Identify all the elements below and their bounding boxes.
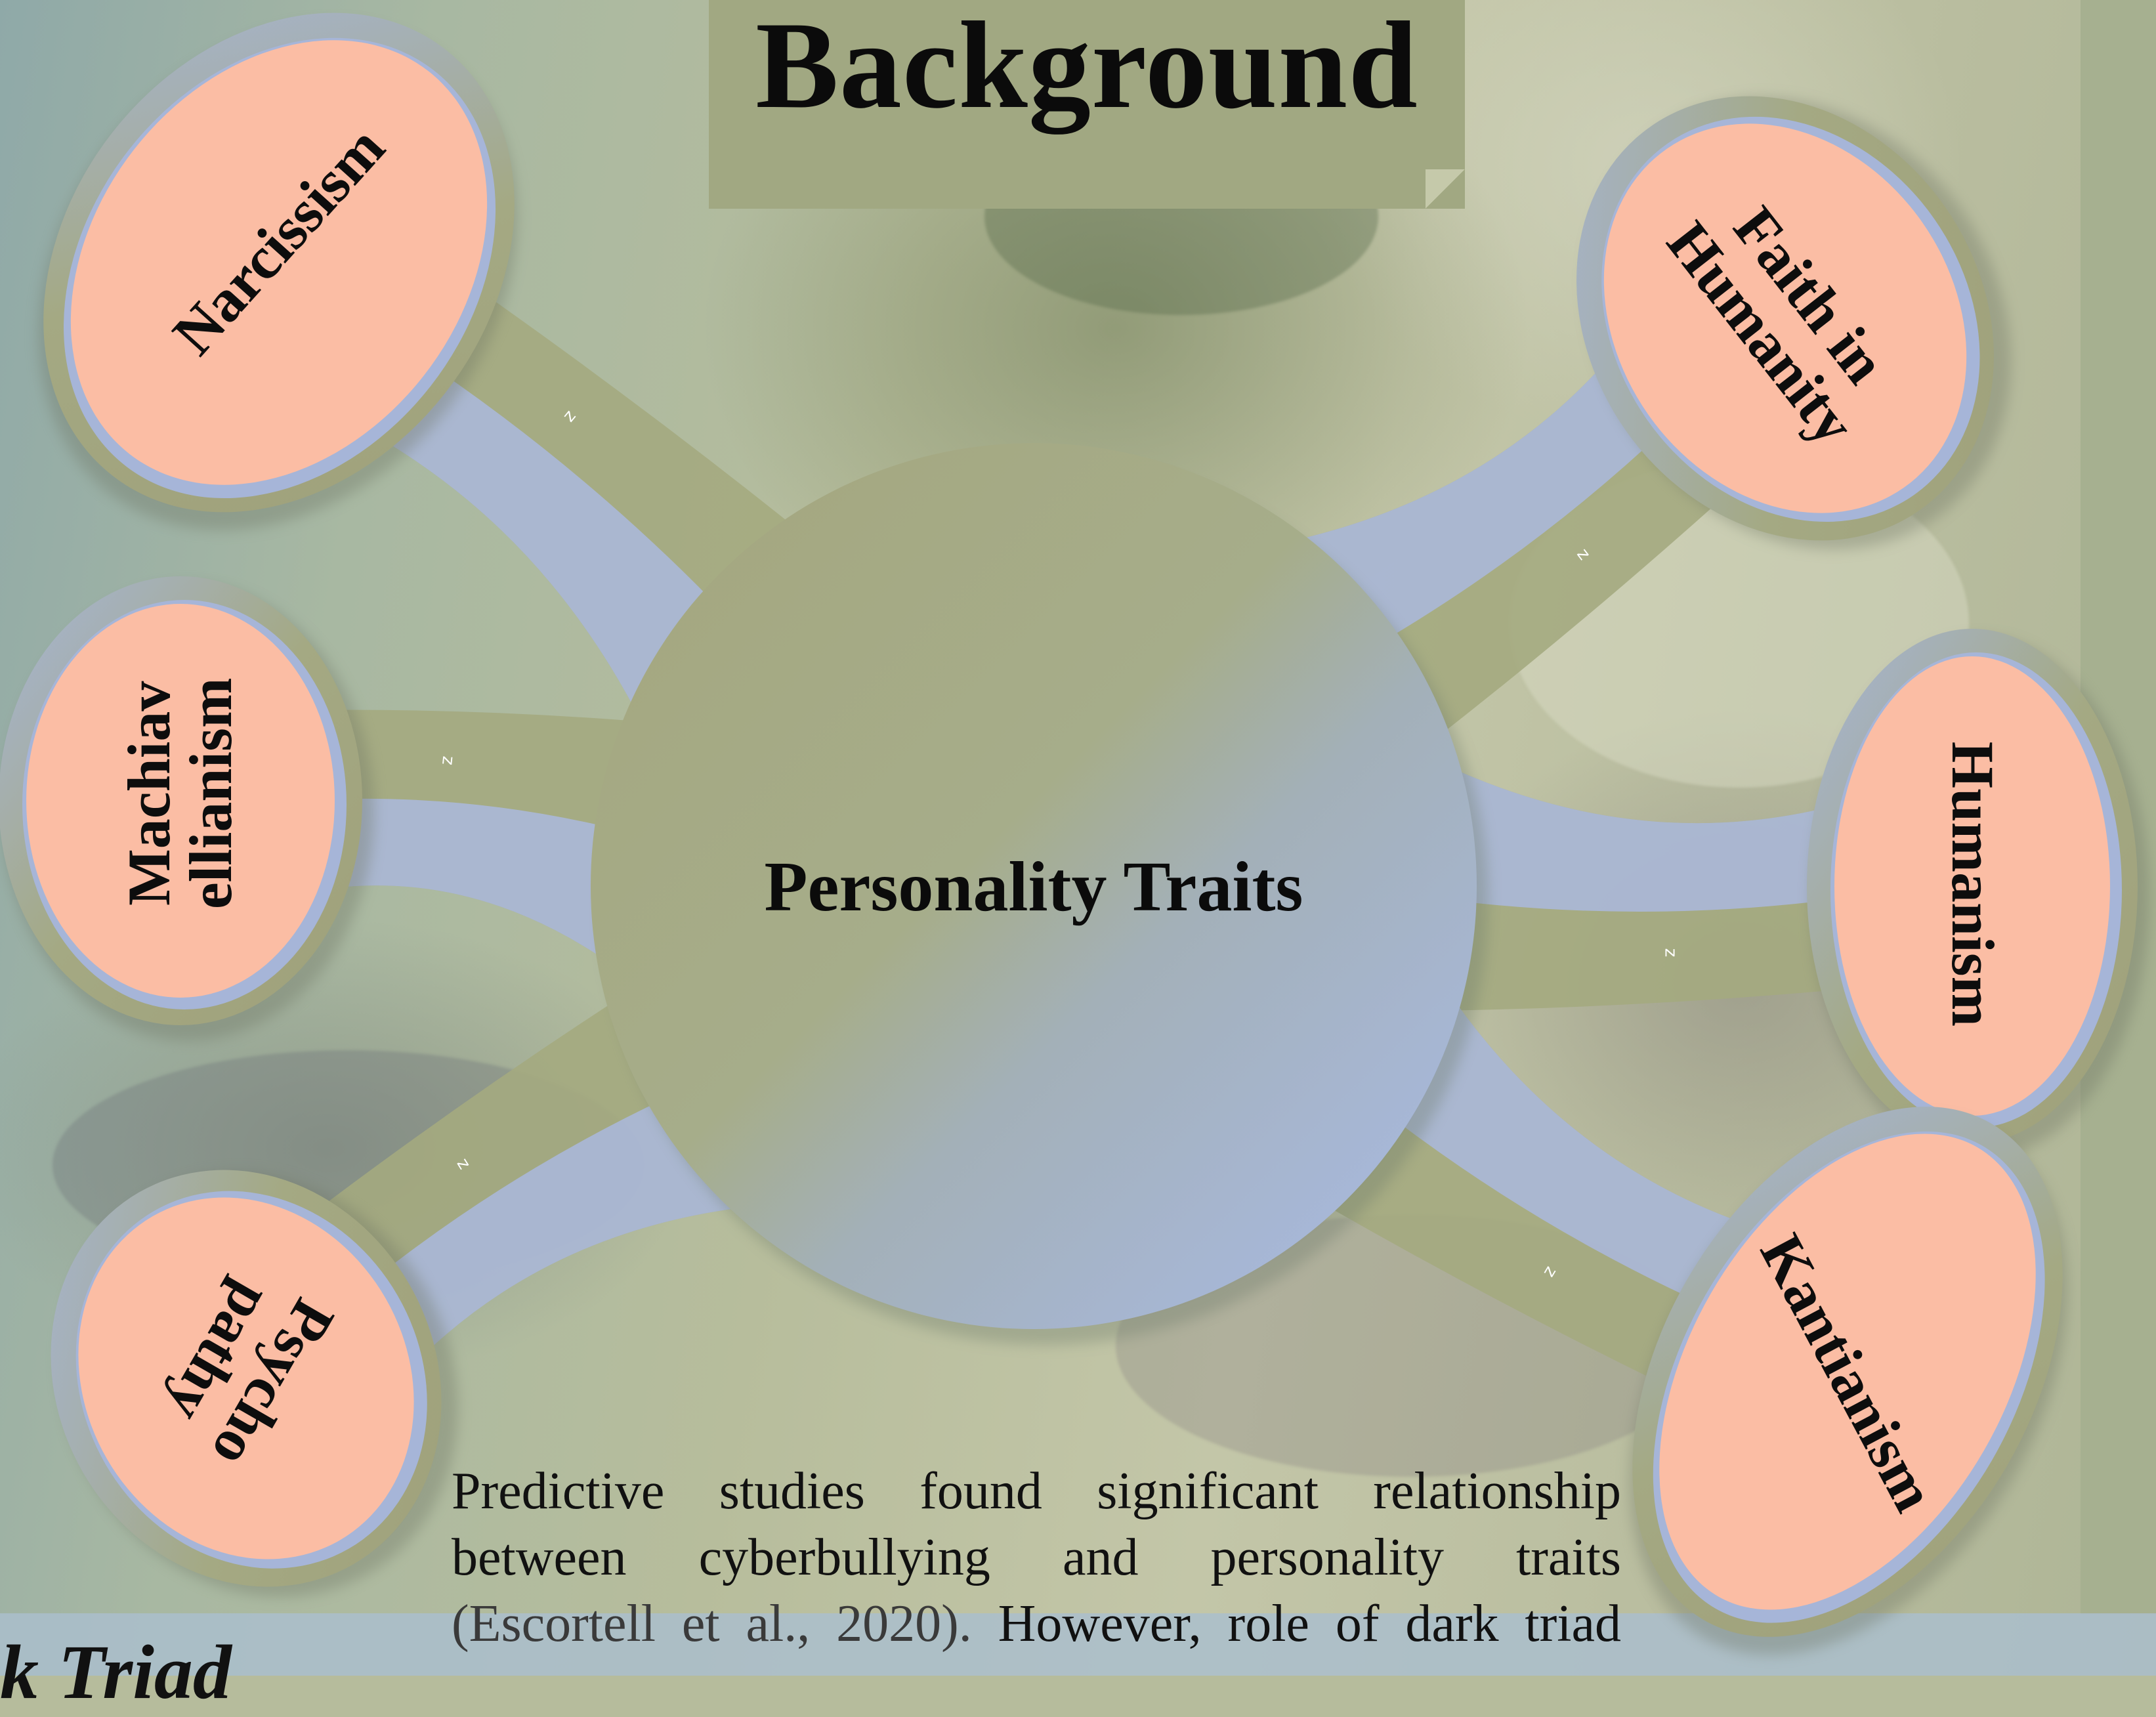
node-narcissism	[38, 12, 518, 530]
cut-off-heading: k Triad	[0, 1629, 232, 1715]
citation: (Escortell et al., 2020).	[452, 1595, 972, 1653]
hub-label: Personality Traits	[764, 848, 1303, 926]
hub-circle	[591, 443, 1477, 1329]
title-banner: Background	[709, 0, 1465, 209]
node-machiavellianism	[0, 576, 374, 1041]
node-humanism	[1807, 629, 2149, 1159]
body-paragraph: Predictive studies found significant rel…	[452, 1458, 1621, 1657]
hub-group	[591, 443, 1489, 1345]
body-line-3-rest: However, role of dark triad	[971, 1595, 1621, 1653]
node-faith-in-humanity	[1576, 96, 2012, 550]
node-fill	[70, 40, 488, 485]
title-banner-fold	[1426, 169, 1465, 209]
node-label-machiavellianism: Machiav ellianism	[116, 677, 244, 910]
node-fill	[1603, 123, 1967, 513]
body-line-2: between cyberbullying and personality tr…	[452, 1529, 1621, 1586]
node-fill	[1659, 1134, 2036, 1610]
connector-highlight-humanism	[1437, 761, 1893, 912]
nodes	[0, 12, 2149, 1655]
node-fill	[26, 604, 335, 998]
node-kantianism	[1629, 1107, 2067, 1655]
node-label-humanism: Humanism	[1939, 741, 2006, 1027]
node-fill	[78, 1197, 414, 1559]
node-fill	[1834, 656, 2110, 1116]
connector-mark: z	[436, 755, 457, 766]
body-line-3: (Escortell et al., 2020). However, role …	[452, 1591, 1621, 1657]
node-psychopathy	[51, 1170, 458, 1598]
connector-mark: z	[1661, 948, 1681, 958]
page-title: Background	[755, 0, 1418, 135]
body-line-1: Predictive studies found significant rel…	[452, 1462, 1621, 1520]
